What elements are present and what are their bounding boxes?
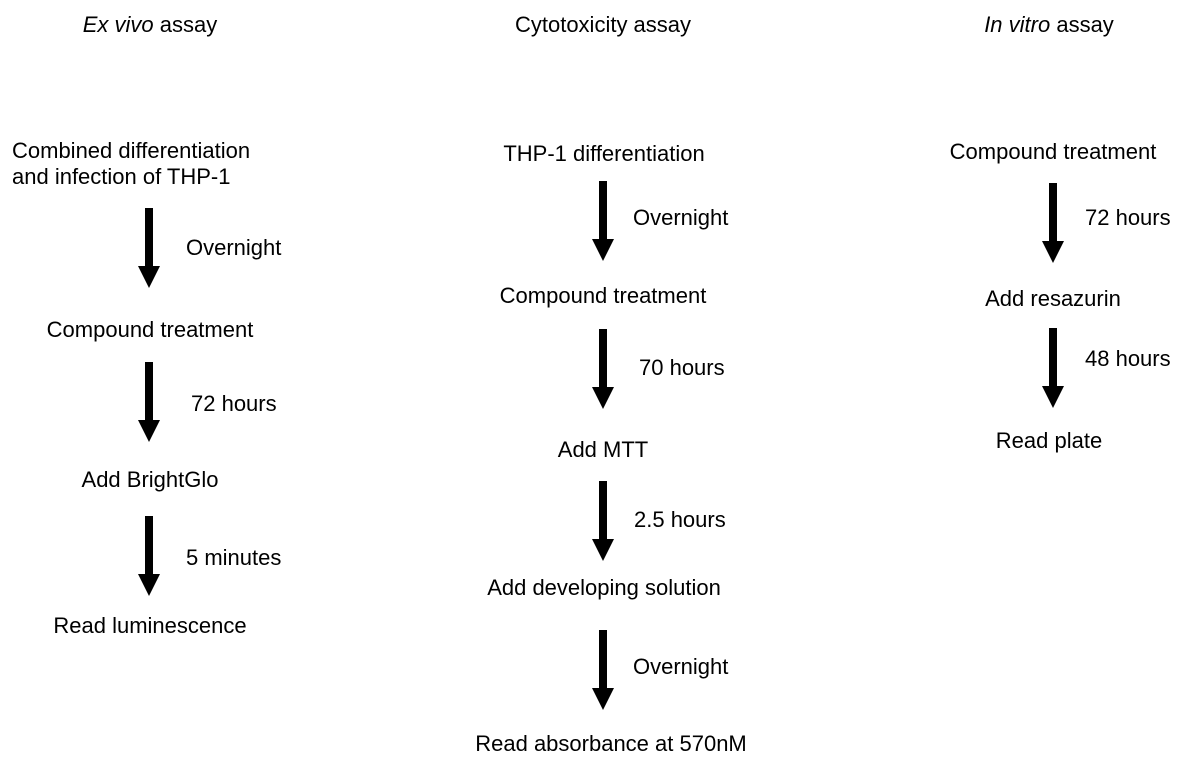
cytotoxicity-arrow-1	[592, 181, 614, 261]
ex-vivo-step-3: Add BrightGlo	[81, 467, 219, 492]
in-vitro-arrow-1	[1042, 183, 1064, 263]
cytotoxicity-step-5: Read absorbance at 570nM	[475, 731, 747, 756]
in-vitro-title-rest: assay	[1050, 12, 1114, 37]
ex-vivo-arrow-1	[138, 208, 160, 288]
cytotoxicity-arrow-4	[592, 630, 614, 710]
in-vitro-time-1: 72 hours	[1085, 205, 1171, 230]
ex-vivo-step-2: Compound treatment	[46, 317, 254, 342]
in-vitro-time-2: 48 hours	[1085, 346, 1171, 371]
cytotoxicity-title: Cytotoxicity assay	[514, 12, 692, 37]
cytotoxicity-step-3: Add MTT	[557, 437, 649, 462]
cytotoxicity-step-2: Compound treatment	[499, 283, 707, 308]
in-vitro-arrow-2	[1042, 328, 1064, 408]
ex-vivo-step-1: Combined differentiation and infection o…	[12, 138, 250, 190]
ex-vivo-time-1: Overnight	[186, 235, 282, 260]
in-vitro-title-italic: In vitro	[984, 12, 1051, 37]
ex-vivo-title-italic: Ex vivo	[82, 12, 154, 37]
cytotoxicity-step-1: THP-1 differentiation	[503, 141, 705, 166]
ex-vivo-title: Ex vivo assay	[83, 12, 218, 38]
cytotoxicity-time-3: 2.5 hours	[634, 507, 726, 532]
in-vitro-step-1: Compound treatment	[949, 139, 1157, 164]
cytotoxicity-time-4: Overnight	[633, 654, 729, 679]
cytotoxicity-arrow-3	[592, 481, 614, 561]
ex-vivo-time-2: 72 hours	[191, 391, 277, 416]
cytotoxicity-time-2: 70 hours	[639, 355, 725, 380]
ex-vivo-step-1-line-1: Combined differentiation	[12, 138, 251, 163]
ex-vivo-step-1-line-2: and infection of THP-1	[12, 164, 231, 189]
cytotoxicity-step-4: Add developing solution	[487, 575, 721, 600]
cytotoxicity-arrow-2	[592, 329, 614, 409]
ex-vivo-arrow-3	[138, 516, 160, 596]
ex-vivo-title-rest: assay	[153, 12, 218, 37]
in-vitro-step-3: Read plate	[995, 428, 1103, 453]
ex-vivo-step-4: Read luminescence	[53, 613, 247, 638]
ex-vivo-time-3: 5 minutes	[186, 545, 282, 570]
in-vitro-step-2: Add resazurin	[985, 286, 1121, 311]
ex-vivo-arrow-2	[138, 362, 160, 442]
in-vitro-title: In vitro assay	[984, 12, 1114, 38]
cytotoxicity-time-1: Overnight	[633, 205, 729, 230]
